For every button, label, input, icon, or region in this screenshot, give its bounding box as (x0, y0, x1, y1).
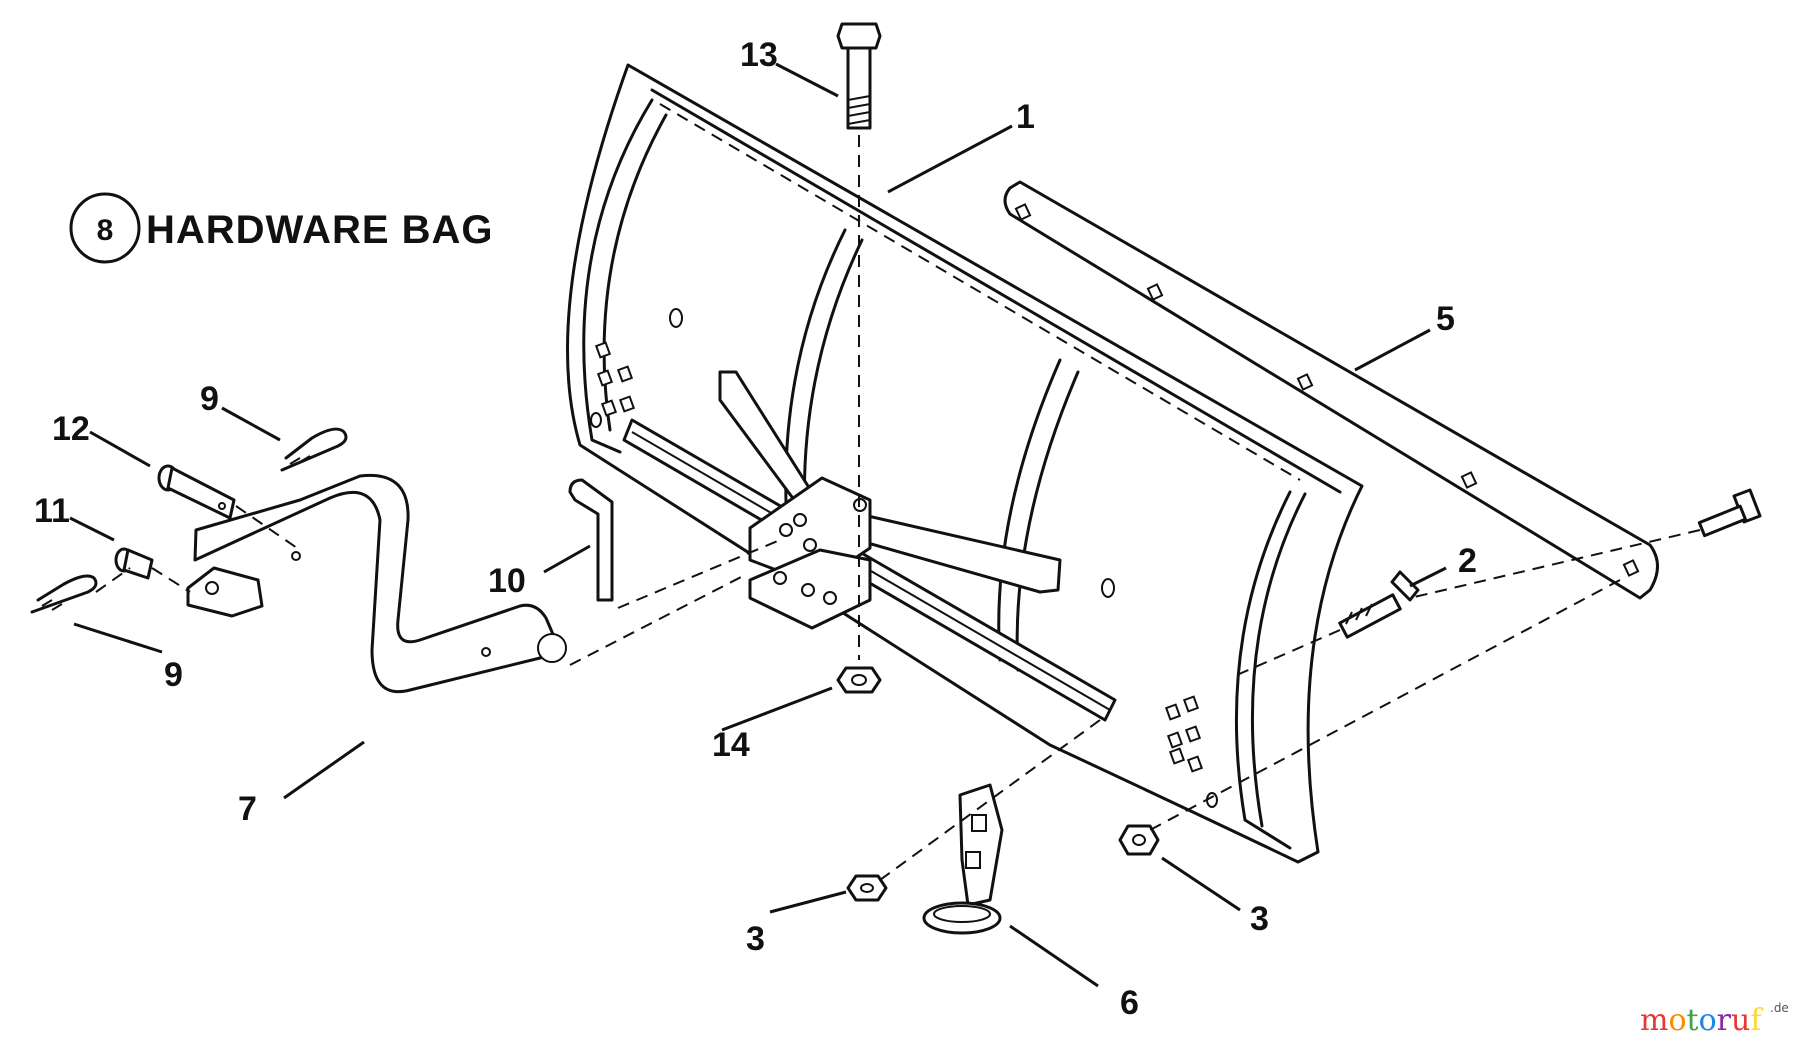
l-pin (568, 478, 781, 609)
watermark: motoruf .de (1640, 1001, 1789, 1038)
clevis-pin-12 (157, 464, 301, 551)
nut-3-right (1118, 824, 1160, 856)
clevis-pin-11 (114, 547, 191, 593)
label-part-10: 10 (488, 562, 526, 600)
label-part-13: 13 (740, 36, 778, 74)
label-part-3-right: 3 (1250, 900, 1269, 938)
bolt-13 (836, 22, 882, 660)
watermark-suffix: .de (1770, 1001, 1789, 1015)
label-part-2: 2 (1458, 542, 1477, 580)
hardware-bag-number: 8 (97, 214, 114, 247)
label-part-3-left: 3 (746, 920, 765, 958)
label-part-11: 11 (34, 492, 70, 530)
skid-shoe (922, 783, 1004, 935)
push-frame (186, 473, 746, 693)
part-number-labels: 13 1 5 2 9 12 11 10 9 14 7 3 3 6 (34, 36, 1477, 1022)
hairpin-clip-top (280, 427, 348, 472)
hairpin-clip-bottom (30, 567, 131, 614)
bolt-2-right (1697, 488, 1762, 538)
label-part-9-bottom: 9 (164, 656, 183, 694)
hardware-bag-label: HARDWARE BAG (146, 208, 494, 252)
watermark-brand: motoruf (1640, 1003, 1763, 1038)
wear-bar (1003, 180, 1659, 600)
hardware-bag-callout: 8 HARDWARE BAG (69, 192, 494, 264)
assembly-lines (879, 529, 1701, 881)
label-part-12: 12 (52, 410, 90, 448)
label-part-14: 14 (712, 726, 750, 764)
bolt-2 (1338, 570, 1420, 639)
label-part-7: 7 (238, 790, 257, 828)
label-part-5: 5 (1436, 300, 1455, 338)
label-part-9-top: 9 (200, 380, 219, 418)
leader-lines (69, 62, 1447, 988)
nut-3-left (846, 874, 888, 902)
nut-14 (836, 666, 882, 694)
label-part-6: 6 (1120, 984, 1139, 1022)
plow-blade (566, 63, 1364, 864)
label-part-1: 1 (1016, 98, 1035, 136)
